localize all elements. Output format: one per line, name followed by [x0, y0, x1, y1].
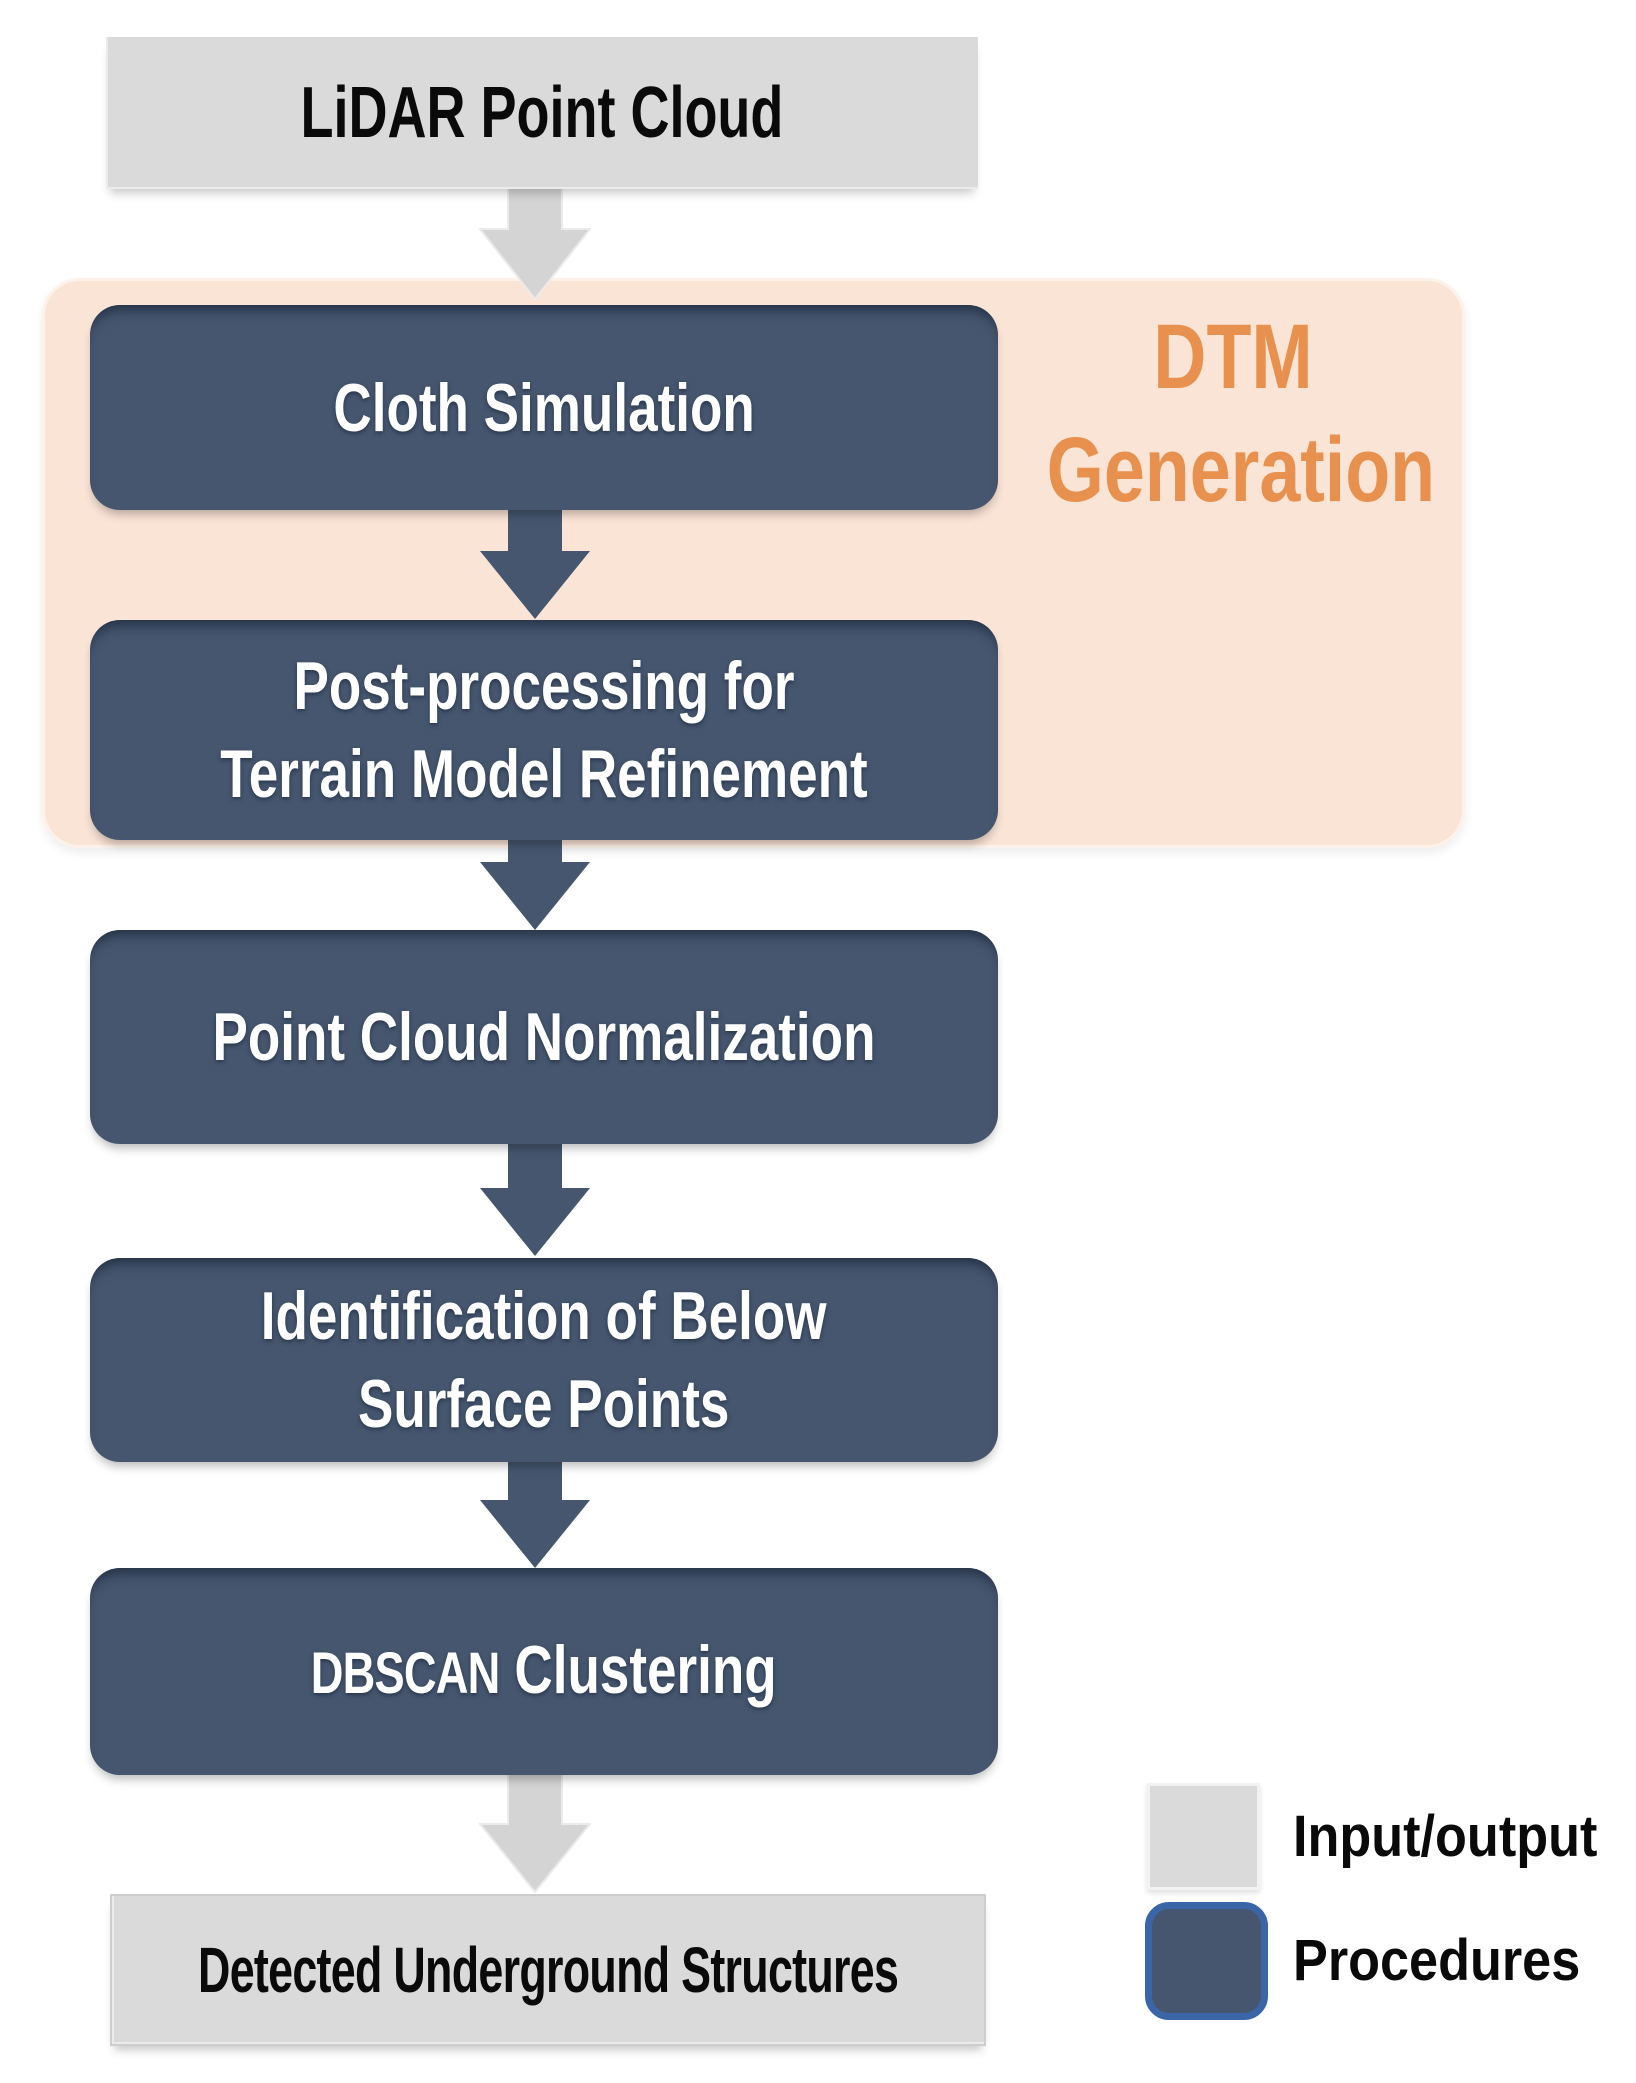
dtm-generation-label: DTM Generation — [1046, 301, 1436, 527]
legend-label-procedures: Procedures — [1293, 1928, 1581, 1993]
arrow-dbscan-to-output — [479, 1772, 591, 1894]
node-lidar-point-cloud-label: LiDAR Point Cloud — [300, 73, 784, 153]
node-identification-label-line1: Identification of Below — [261, 1278, 827, 1354]
node-post-processing-label-line2: Terrain Model Refinement — [220, 736, 868, 812]
arrow-identification-to-dbscan — [480, 1458, 590, 1568]
node-dbscan-rest: Clustering — [514, 1631, 777, 1708]
dtm-generation-label-line2: Generation — [1046, 419, 1436, 521]
dtm-generation-label-line1: DTM — [1153, 306, 1313, 408]
node-detected-underground-structures: Detected Underground Structures — [110, 1894, 986, 2046]
node-cloth-simulation-label: Cloth Simulation — [333, 369, 755, 446]
node-point-cloud-normalization: Point Cloud Normalization — [90, 930, 998, 1144]
legend-swatch-procedures — [1145, 1902, 1268, 2020]
node-dbscan-acronym: DBSCAN — [311, 1640, 501, 1706]
legend-label-input-output: Input/output — [1293, 1804, 1598, 1869]
node-point-cloud-normalization-label: Point Cloud Normalization — [212, 999, 876, 1075]
node-identification-below-surface: Identification of Below Surface Points — [90, 1258, 998, 1462]
node-cloth-simulation: Cloth Simulation — [90, 305, 998, 510]
arrow-normalization-to-identification — [480, 1140, 590, 1256]
arrow-postprocessing-to-normalization — [480, 836, 590, 930]
arrow-cloth-to-postprocessing — [480, 509, 590, 619]
arrow-lidar-to-cloth — [479, 183, 591, 301]
node-post-processing: Post-processing for Terrain Model Refine… — [90, 620, 998, 840]
node-post-processing-label-line1: Post-processing for — [293, 648, 795, 724]
node-detected-underground-structures-label: Detected Underground Structures — [197, 1934, 899, 2006]
legend-swatch-input-output — [1147, 1783, 1260, 1890]
node-lidar-point-cloud: LiDAR Point Cloud — [106, 37, 978, 189]
node-identification-label-line2: Surface Points — [358, 1366, 730, 1442]
